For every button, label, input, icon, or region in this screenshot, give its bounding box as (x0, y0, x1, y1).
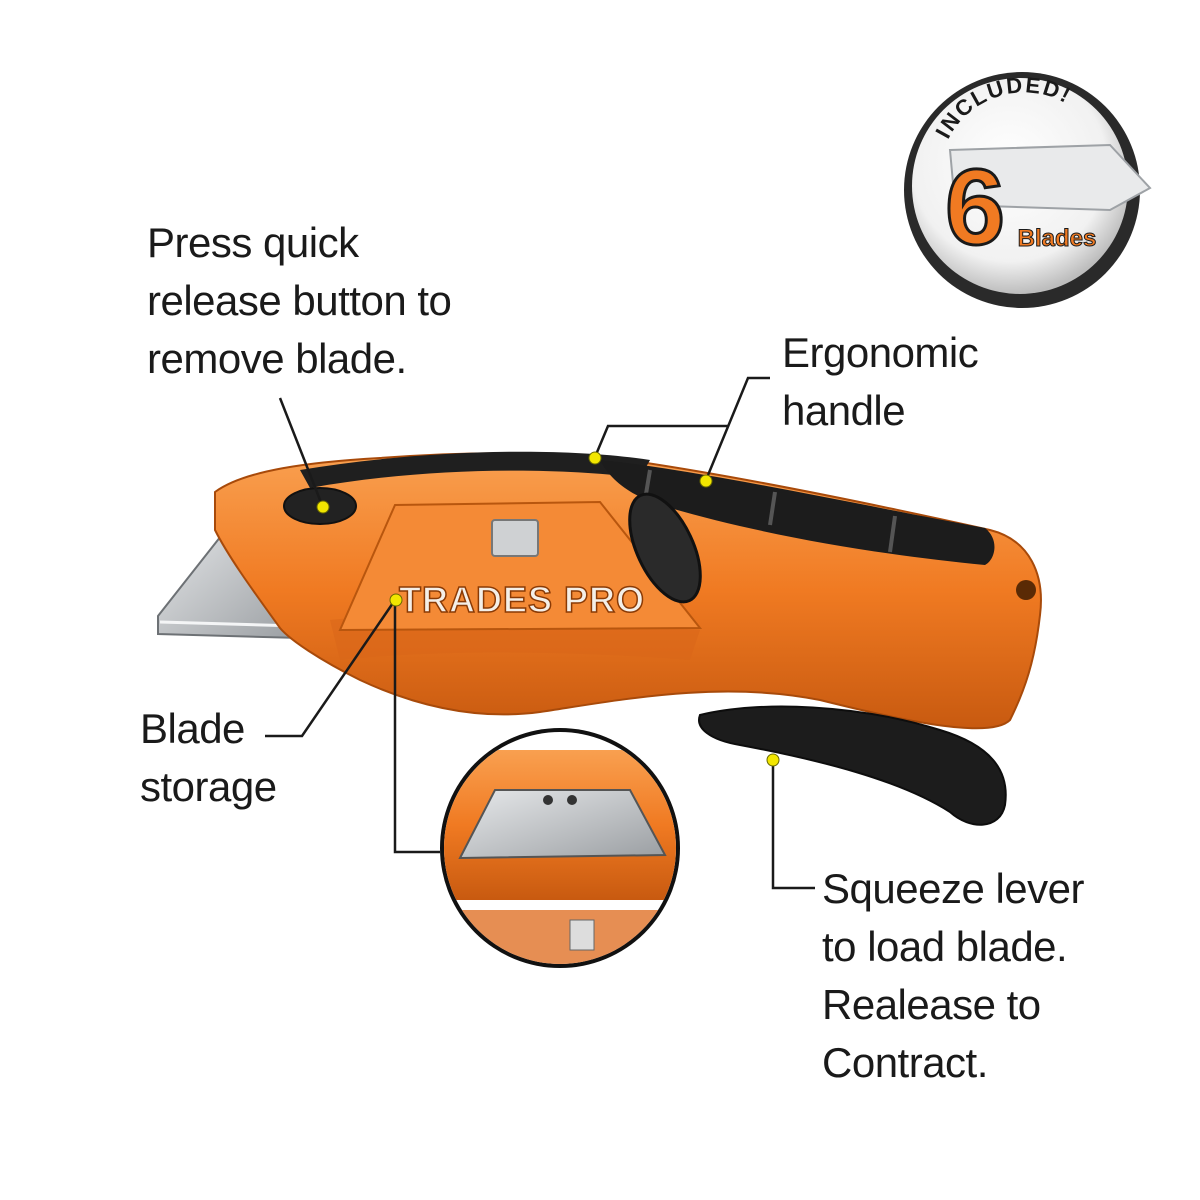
squeeze-lever (698, 705, 1007, 826)
storage-latch (491, 519, 539, 557)
leader-storage (265, 599, 397, 738)
grip-groove (768, 491, 777, 526)
callout-line: Contract. (822, 1039, 988, 1086)
leader-storage-inset (393, 600, 440, 854)
utility-knife: TRADES PRO (214, 451, 1042, 826)
callout-line: Squeeze lever (822, 865, 1085, 912)
grip-groove (888, 515, 897, 553)
callout-quick-release: Press quick release button to remove bla… (147, 214, 452, 388)
marker-dot (766, 753, 780, 767)
included-blades-badge: INCLUDED! 6 Blades (904, 72, 1152, 308)
callout-line: handle (782, 387, 906, 434)
callout-blade-storage: Blade storage (140, 700, 277, 816)
callout-line: to load blade. (822, 923, 1068, 970)
callout-ergonomic-handle: Ergonomic handle (782, 324, 979, 440)
badge-blade-icon (948, 143, 1152, 212)
badge-unit: Blades (1018, 225, 1097, 252)
marker-dot (316, 500, 330, 514)
leader-squeeze (771, 760, 815, 890)
blade-storage-door (338, 500, 703, 632)
marker-dot (699, 474, 713, 488)
callout-line: Blade (140, 705, 245, 752)
blade-edge-highlight (159, 620, 299, 628)
badge-count: 6 (945, 146, 1005, 267)
callout-squeeze-lever: Squeeze lever to load blade. Realease to… (822, 860, 1085, 1092)
leader-ergonomic (593, 424, 728, 458)
ergonomic-grip (600, 460, 995, 565)
callout-line: Ergonomic (782, 329, 979, 376)
brand-logo: TRADES PRO (399, 579, 645, 620)
inset-stored-blade (458, 789, 667, 860)
leader-quick-release (278, 397, 324, 506)
callout-line: Press quick (147, 219, 359, 266)
callout-line: Realease to (822, 981, 1041, 1028)
marker-dot (389, 593, 403, 607)
marker-dot (588, 451, 602, 465)
lanyard-hole (1016, 580, 1036, 600)
inset-lower-part (444, 910, 676, 964)
callout-line: remove blade. (147, 335, 407, 382)
top-grip-strip (300, 451, 650, 488)
leader-ergonomic (704, 376, 770, 481)
callout-line: release button to (147, 277, 452, 324)
blade-storage-inset (440, 728, 680, 968)
callout-line: storage (140, 763, 277, 810)
slider-button (628, 492, 702, 604)
